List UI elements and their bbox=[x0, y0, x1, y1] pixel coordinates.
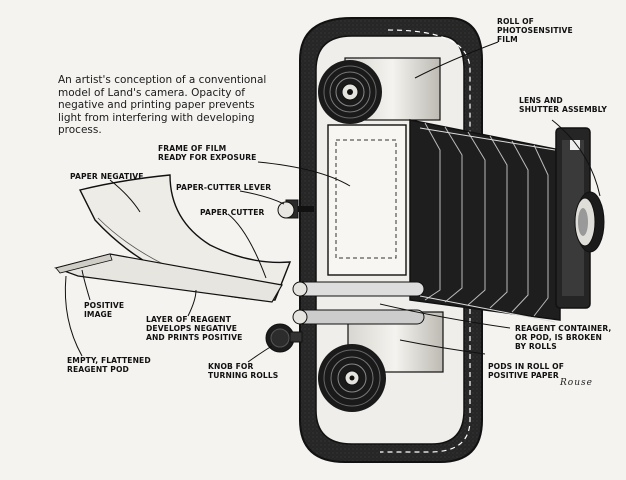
leader-lines bbox=[64, 41, 601, 363]
film-frame-dashed bbox=[335, 139, 397, 259]
label-pods-in-roll: PODS IN ROLL OF POSITIVE PAPER bbox=[488, 362, 565, 380]
label-empty-pod: EMPTY, FLATTENED REAGENT POD bbox=[67, 356, 151, 374]
figure-caption: An artist's conception of a conventional… bbox=[58, 74, 267, 136]
film-roll-top bbox=[318, 57, 441, 124]
label-positive-image: POSITIVE IMAGE bbox=[84, 301, 125, 319]
label-frame-of-film: FRAME OF FILM READY FOR EXPOSURE bbox=[158, 144, 257, 162]
label-lens-shutter: LENS AND SHUTTER ASSEMBLY bbox=[519, 96, 607, 114]
label-paper-cutter-lever: PAPER-CUTTER LEVER bbox=[176, 183, 272, 192]
body-dashed-outline bbox=[387, 29, 471, 250]
label-layer-of-reagent: LAYER OF REAGENT DEVELOPS NEGATIVE AND P… bbox=[146, 315, 243, 342]
bellows bbox=[409, 119, 561, 323]
artist-signature: Rouse bbox=[560, 378, 593, 388]
knob bbox=[265, 323, 303, 353]
label-roll-of-film: ROLL OF PHOTOSENSITIVE FILM bbox=[497, 17, 573, 44]
film-frame bbox=[327, 124, 407, 276]
positive-paper-roll bbox=[318, 311, 444, 412]
lens-assembly bbox=[555, 127, 605, 309]
label-knob: KNOB FOR TURNING ROLLS bbox=[208, 362, 279, 380]
flattened-pod bbox=[55, 253, 113, 274]
pressure-rollers bbox=[292, 281, 425, 325]
label-reagent-container: REAGENT CONTAINER, OR POD, IS BROKEN BY … bbox=[515, 324, 612, 351]
label-paper-negative: PAPER NEGATIVE bbox=[70, 172, 144, 181]
paper-cutter-lever bbox=[277, 199, 314, 219]
label-paper-cutter: PAPER CUTTER bbox=[200, 208, 265, 217]
